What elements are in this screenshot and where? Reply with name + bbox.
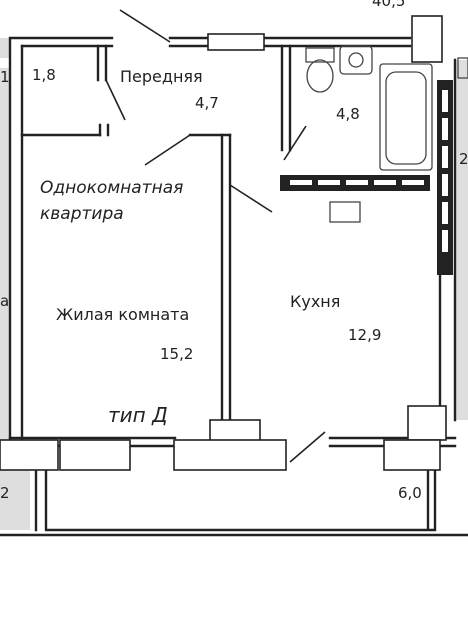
balcony-outline	[34, 444, 437, 532]
riser-slot	[442, 118, 448, 140]
apartment-title-line1: Однокомнатная	[40, 178, 183, 198]
bathtub-inner	[385, 71, 427, 165]
window-top-small	[411, 15, 443, 63]
windows	[0, 15, 447, 471]
neighbor-left-top	[0, 38, 10, 58]
neighbor-right	[456, 60, 468, 420]
riser-slot	[374, 180, 396, 185]
left-closet-area: 1,8	[32, 66, 56, 84]
window-top-left	[207, 33, 265, 51]
riser-slots	[290, 90, 448, 252]
service-walls	[280, 80, 453, 275]
kitchen-area: 12,9	[348, 326, 381, 344]
kitchen-sink	[329, 201, 361, 223]
hallway-door-swing	[105, 79, 126, 121]
neighbor-bottom-left	[0, 462, 30, 530]
bathtub	[379, 63, 433, 171]
living-door-swing	[144, 134, 191, 166]
riser-slot	[442, 90, 448, 112]
hallway-area: 4,7	[195, 94, 219, 112]
living-room-area: 15,2	[160, 345, 193, 363]
neighbor-label-right-mid: 2	[459, 150, 468, 168]
neighbor-label-left-bottom: 2	[0, 484, 10, 502]
riser-slot	[442, 230, 448, 252]
neighbor-label-top-right: 40,5	[372, 0, 405, 10]
bathroom-area: 4,8	[336, 105, 360, 123]
neighbor-left	[0, 68, 10, 530]
washbasin-drain	[348, 52, 364, 68]
toilet-tank	[305, 47, 335, 63]
apartment-type-label: тип Д	[108, 403, 168, 427]
living-room-name: Жилая комната	[56, 305, 189, 324]
riser-slot	[442, 146, 448, 168]
riser-slot	[290, 180, 312, 185]
window-kitchen-sill	[383, 439, 441, 471]
riser-slot	[442, 174, 448, 196]
kitchen-door-swing	[229, 184, 273, 213]
hallway-name: Передняя	[120, 67, 203, 86]
neighbor-label-left-mid: а	[0, 292, 9, 310]
kitchen-name: Кухня	[290, 292, 340, 311]
window-living-bottom	[209, 419, 261, 443]
window-left-sill	[59, 439, 131, 471]
neighbor-label-left-top: 1	[0, 68, 10, 86]
washbasin	[339, 45, 373, 75]
riser-slot	[402, 180, 424, 185]
hallway-door-jamb	[96, 44, 108, 82]
neighbor-areas	[0, 38, 468, 530]
riser-slot	[318, 180, 340, 185]
door-swings	[105, 9, 326, 463]
balcony-door-swing	[289, 431, 326, 463]
bathroom-door-swing	[283, 125, 307, 161]
riser-slot	[442, 202, 448, 224]
apartment-title-line2: квартира	[40, 204, 124, 224]
living-kitchen-partition	[220, 133, 232, 422]
window-left-edge	[0, 439, 59, 471]
balcony-area: 6,0	[398, 484, 422, 502]
riser-slot	[346, 180, 368, 185]
window-kitchen-bottom	[407, 405, 447, 441]
entry-door-swing	[119, 9, 171, 43]
bathroom-fixtures	[305, 45, 468, 223]
toilet-bowl	[306, 59, 334, 93]
bathroom-left-wall	[280, 44, 292, 152]
closet-door-jamb	[98, 123, 110, 137]
window-living-sill	[173, 439, 287, 471]
heater-box	[457, 57, 468, 79]
